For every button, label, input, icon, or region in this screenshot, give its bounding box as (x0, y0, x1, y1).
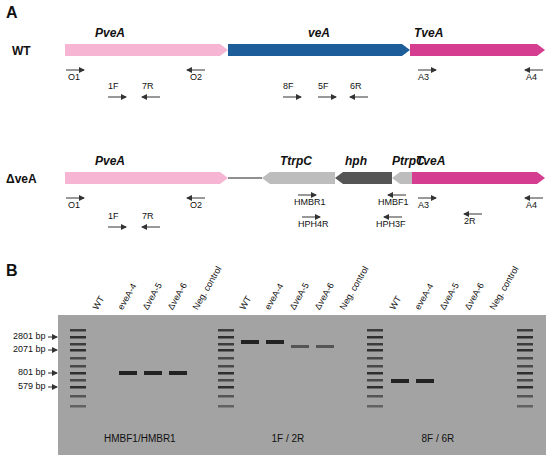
row-label: ΔveA (6, 173, 37, 186)
segment-shape (410, 44, 545, 56)
lane-label: WT (238, 295, 254, 312)
gene-label: veA (308, 26, 330, 40)
lane-label: eveA-4 (413, 282, 436, 312)
segment-arrow (228, 44, 410, 56)
segment-shape (335, 172, 392, 184)
primer-pair: HMBF1/HMBR1 (104, 433, 176, 444)
primer-name: O1 (68, 73, 80, 83)
segment-arrow (65, 172, 228, 184)
primer-name: HPH3F (376, 220, 406, 230)
primer-name: A3 (418, 201, 429, 211)
lane-label: ΔveA-6 (313, 281, 336, 312)
segment-arrow (392, 172, 412, 184)
segment-arrow (412, 172, 545, 184)
primer-name: 8F (283, 82, 294, 92)
segment-shape (412, 172, 545, 184)
lane-label: ΔveA-5 (438, 281, 461, 312)
primer-name: 7R (142, 82, 154, 92)
segment-arrow (410, 44, 545, 56)
segment-shape (65, 44, 228, 56)
primer-name: 1F (108, 82, 119, 92)
size-arrows (48, 337, 57, 387)
primer-pair: 8F / 6R (422, 433, 455, 444)
segment-shape (262, 172, 335, 184)
lane-label: Neg. control (191, 265, 224, 312)
lane-label: Neg. control (338, 265, 371, 312)
lane-label: eveA-4 (116, 282, 139, 312)
size-marker: 2801 bp (13, 332, 46, 342)
row-label: WT (12, 45, 31, 58)
primer-name: HPH4R (298, 220, 329, 230)
gene-label: TtrpC (280, 154, 312, 168)
primer-name: 1F (108, 212, 119, 222)
primer-arrows (66, 70, 543, 227)
primer-name: 7R (142, 212, 154, 222)
gene-segment: hph (335, 154, 392, 184)
primer-name: O2 (190, 73, 202, 83)
gene-segment: PtrpC (392, 154, 412, 184)
lane-label: ΔveA-6 (166, 281, 189, 312)
primer-name: 6R (350, 82, 362, 92)
segment-arrow (65, 44, 228, 56)
primer-name: A4 (526, 73, 537, 83)
primer-name: HMBR1 (294, 198, 326, 208)
gene-label: PveA (95, 154, 125, 168)
segment-arrow (262, 172, 335, 184)
segment-arrow (335, 172, 392, 184)
segment-shape (392, 172, 412, 184)
primer-pair: 1F / 2R (272, 433, 305, 444)
primer-name: HMBF1 (378, 198, 409, 208)
primer-name: 5F (318, 82, 329, 92)
size-marker: 801 bp (18, 368, 46, 378)
connector-line (228, 177, 262, 178)
lane-label: ΔveA-5 (141, 281, 164, 312)
segment-shape (228, 44, 410, 56)
gene-segment: TtrpC (262, 154, 335, 184)
gene-segment: veA (228, 26, 410, 56)
ladder-bands (70, 329, 533, 408)
primer-name: 2R (464, 217, 476, 227)
lane-label: ΔveA-6 (463, 281, 486, 312)
gene-label: TveA (414, 26, 443, 40)
gene-segment: TveA (410, 26, 545, 56)
segment-shape (65, 172, 228, 184)
gene-label: hph (345, 154, 367, 168)
lane-label: WT (91, 295, 107, 312)
gene-segment: TveA (412, 154, 545, 184)
primer-name: A4 (526, 201, 537, 211)
gene-segment: PveA (65, 26, 228, 56)
size-marker: 2071 bp (13, 345, 46, 355)
primer-name: A3 (418, 73, 429, 83)
primer-name: O1 (68, 201, 80, 211)
sample-bands (119, 340, 434, 383)
panel-letter: A (6, 4, 18, 22)
gene-label: TveA (416, 154, 445, 168)
lane-label: ΔveA-5 (288, 281, 311, 312)
lane-label: WT (388, 295, 404, 312)
lane-label: Neg. control (488, 265, 521, 312)
primer-name: O2 (190, 201, 202, 211)
lane-label: eveA-4 (263, 282, 286, 312)
size-marker: 579 bp (18, 382, 46, 392)
panel-letter: B (6, 262, 18, 280)
gel-image (58, 315, 546, 455)
gene-segment: PveA (65, 154, 228, 184)
gene-label: PveA (95, 26, 125, 40)
